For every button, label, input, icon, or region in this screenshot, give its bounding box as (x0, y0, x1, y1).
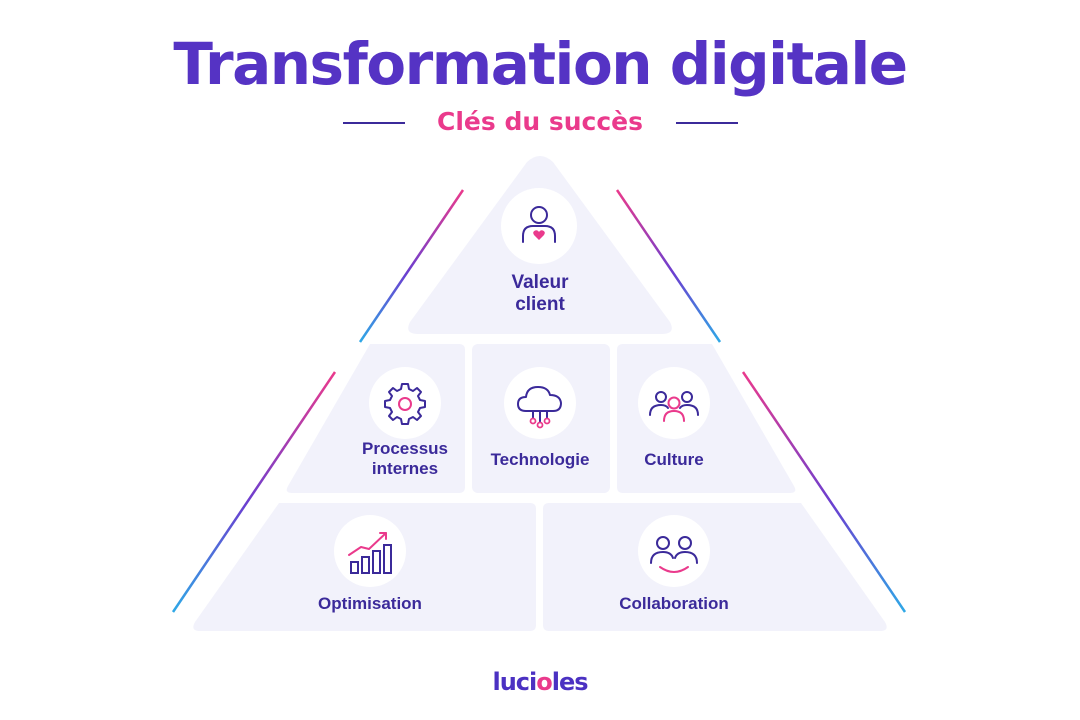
page-subtitle: Clés du succès (436, 107, 643, 136)
page-title: Transformation digitale (173, 30, 908, 98)
cloud-circuit-icon (517, 386, 562, 429)
subtitle-block: Clés du succès (0, 104, 1080, 140)
value-label-line2: client (515, 294, 565, 315)
pyramid-bottom-right-panel (543, 503, 887, 631)
technology-icon-badge (504, 367, 576, 439)
gradient-line-upper-left (358, 189, 465, 343)
two-people-icon (650, 536, 698, 573)
growth-chart-icon (348, 532, 392, 574)
brand-logo-prefix: luci (492, 668, 537, 696)
subtitle-rule-left (343, 122, 405, 124)
culture-label: Culture (644, 450, 704, 469)
process-label-line1: Processus (362, 439, 448, 458)
gradient-line-lower-left (171, 371, 337, 613)
optimisation-icon-badge (334, 515, 406, 587)
collaboration-icon-badge (638, 515, 710, 587)
process-label: Processus internes (335, 439, 475, 479)
gear-icon (384, 383, 426, 425)
process-label-line2: internes (371, 459, 439, 478)
technology-label: Technologie (490, 450, 590, 469)
value-label-line1: Valeur (511, 272, 569, 293)
brand-logo-suffix: les (551, 668, 589, 696)
user-heart-icon (522, 206, 556, 243)
process-icon-badge (369, 367, 441, 439)
brand-logo: lucioles (0, 668, 1080, 696)
culture-icon-badge (638, 367, 710, 439)
value-icon-badge (501, 188, 577, 264)
brand-logo-accent: o (536, 668, 552, 696)
value-client-label: Valeur client (460, 272, 620, 316)
people-group-icon (649, 391, 699, 422)
subtitle-rule-right (676, 122, 738, 124)
gradient-line-upper-right (615, 189, 722, 343)
optimisation-label: Optimisation (318, 594, 422, 613)
gradient-line-lower-right (741, 371, 907, 613)
collaboration-label: Collaboration (619, 594, 729, 613)
